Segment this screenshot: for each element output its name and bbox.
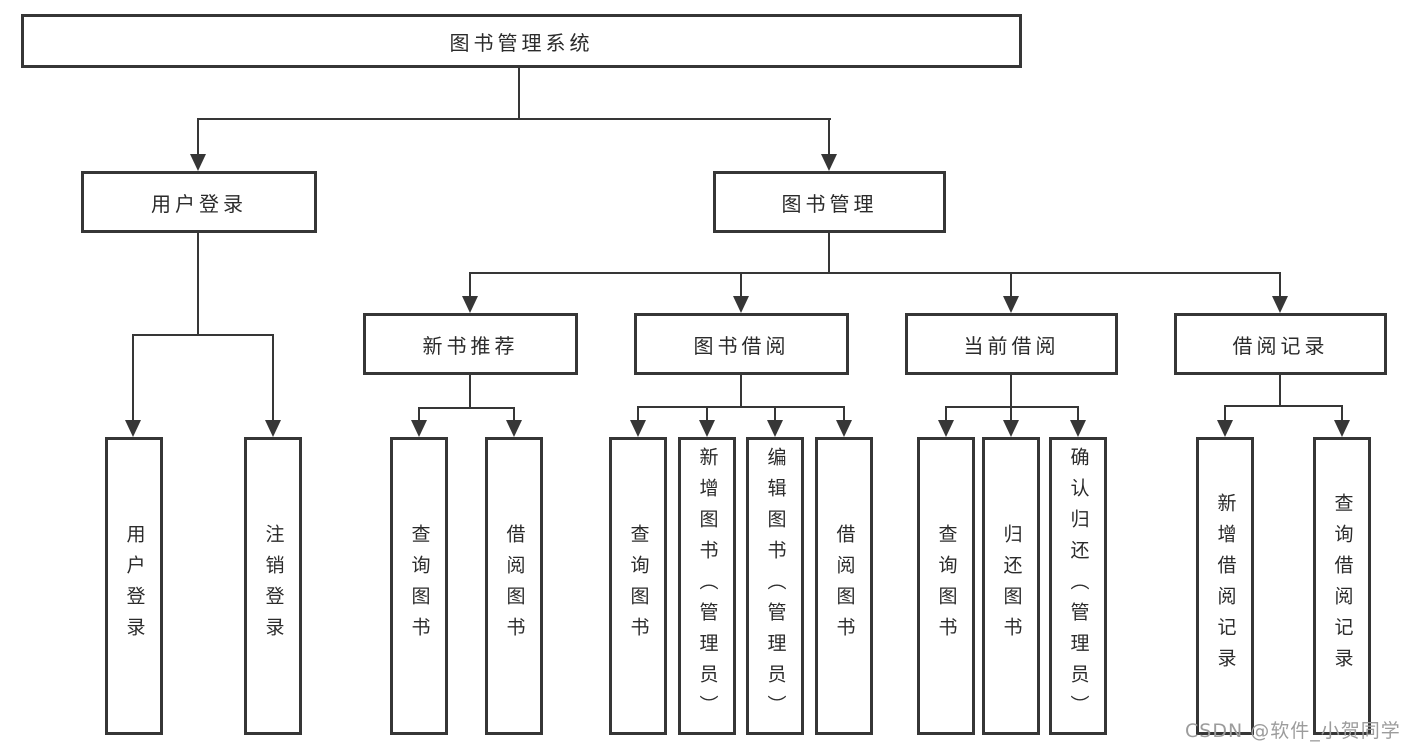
arrowhead-cb-leaf2 [1003, 420, 1019, 437]
connector-cb-leaf3-drop [1077, 406, 1079, 422]
connector-nb-leaf2-drop [513, 407, 515, 422]
arrowhead-current-borrow [1003, 296, 1019, 313]
leaf-add-borrow-record: 新增借阅记录 [1196, 437, 1254, 735]
connector-book-borrow-stem [740, 375, 742, 406]
connector-current-borrow-stem [1010, 375, 1012, 406]
node-current-borrowing: 当前借阅 [905, 313, 1118, 375]
connector-level2-hline [198, 118, 831, 120]
connector-logout-leaf-drop [272, 334, 274, 422]
connector-user-login-drop [197, 118, 199, 156]
leaf-query-borrow-record: 查询借阅记录 [1313, 437, 1371, 735]
arrowhead-borrow-record [1272, 296, 1288, 313]
arrowhead-new-book [462, 296, 478, 313]
connector-bb-leaf4-drop [843, 406, 845, 422]
node-borrowing-records: 借阅记录 [1174, 313, 1387, 375]
leaf-query-books-borrow: 查询图书 [609, 437, 667, 735]
leaf-label: 用户登录 [123, 524, 146, 648]
leaf-label: 查询图书 [935, 524, 958, 648]
connector-borrow-record-hline [1225, 405, 1343, 407]
leaf-return-books: 归还图书 [982, 437, 1040, 735]
csdn-watermark: CSDN @软件_小贺同学 [1185, 720, 1401, 742]
connector-cb-leaf2-drop [1010, 406, 1012, 422]
leaf-label: 新增借阅记录 [1214, 493, 1237, 679]
connector-book-borrow-drop [740, 272, 742, 298]
leaf-label: 新增图书（管理员） [696, 446, 719, 726]
arrowhead-cb-leaf1 [938, 420, 954, 437]
arrowhead-bb-leaf3 [767, 420, 783, 437]
leaf-label: 编辑图书（管理员） [764, 446, 787, 726]
leaf-label: 借阅图书 [833, 524, 856, 648]
node-new-book-recommend: 新书推荐 [363, 313, 578, 375]
arrowhead-nb-leaf1 [411, 420, 427, 437]
node-root-library-system: 图书管理系统 [21, 14, 1022, 68]
arrowhead-login-leaf [125, 420, 141, 437]
connector-new-book-stem [469, 375, 471, 407]
arrowhead-nb-leaf2 [506, 420, 522, 437]
connector-user-login-hline [133, 334, 274, 336]
leaf-query-books-current: 查询图书 [917, 437, 975, 735]
leaf-borrow-books-recommend: 借阅图书 [485, 437, 543, 735]
arrowhead-br-leaf2 [1334, 420, 1350, 437]
arrowhead-cb-leaf3 [1070, 420, 1086, 437]
leaf-label: 归还图书 [1000, 524, 1023, 648]
connector-root-stem [518, 68, 520, 118]
connector-book-mgmt-drop [828, 118, 830, 156]
connector-current-borrow-hline [946, 406, 1079, 408]
arrowhead-user-login [190, 154, 206, 171]
connector-br-leaf1-drop [1224, 405, 1226, 422]
connector-borrow-record-stem [1279, 375, 1281, 405]
connector-nb-leaf1-drop [418, 407, 420, 422]
leaf-edit-books-admin: 编辑图书（管理员） [746, 437, 804, 735]
leaf-add-books-admin: 新增图书（管理员） [678, 437, 736, 735]
connector-current-borrow-drop [1010, 272, 1012, 298]
arrowhead-bb-leaf1 [630, 420, 646, 437]
leaf-logout: 注销登录 [244, 437, 302, 735]
leaf-label: 查询图书 [627, 524, 650, 648]
arrowhead-br-leaf1 [1217, 420, 1233, 437]
connector-user-login-stem [197, 233, 199, 334]
node-user-login: 用户登录 [81, 171, 317, 233]
leaf-confirm-return-admin: 确认归还（管理员） [1049, 437, 1107, 735]
connector-cb-leaf1-drop [945, 406, 947, 422]
connector-bb-leaf2-drop [706, 406, 708, 422]
leaf-label: 查询借阅记录 [1331, 493, 1354, 679]
leaf-label: 查询图书 [408, 524, 431, 648]
connector-new-book-drop [469, 272, 471, 298]
connector-new-book-hline [419, 407, 515, 409]
connector-book-borrow-hline [638, 406, 845, 408]
connector-bb-leaf1-drop [637, 406, 639, 422]
leaf-borrow-books: 借阅图书 [815, 437, 873, 735]
connector-br-leaf2-drop [1341, 405, 1343, 422]
connector-level3-hline [470, 272, 1281, 274]
leaf-label: 确认归还（管理员） [1067, 446, 1090, 726]
arrowhead-bb-leaf4 [836, 420, 852, 437]
node-book-borrowing: 图书借阅 [634, 313, 849, 375]
arrowhead-logout-leaf [265, 420, 281, 437]
arrowhead-book-borrow [733, 296, 749, 313]
connector-bb-leaf3-drop [774, 406, 776, 422]
connector-book-mgmt-stem [828, 233, 830, 272]
leaf-label: 借阅图书 [503, 524, 526, 648]
leaf-label: 注销登录 [262, 524, 285, 648]
leaf-query-books-recommend: 查询图书 [390, 437, 448, 735]
node-book-management: 图书管理 [713, 171, 946, 233]
arrowhead-bb-leaf2 [699, 420, 715, 437]
arrowhead-book-mgmt [821, 154, 837, 171]
connector-borrow-record-drop [1279, 272, 1281, 298]
leaf-user-login: 用户登录 [105, 437, 163, 735]
connector-login-leaf-drop [132, 334, 134, 422]
